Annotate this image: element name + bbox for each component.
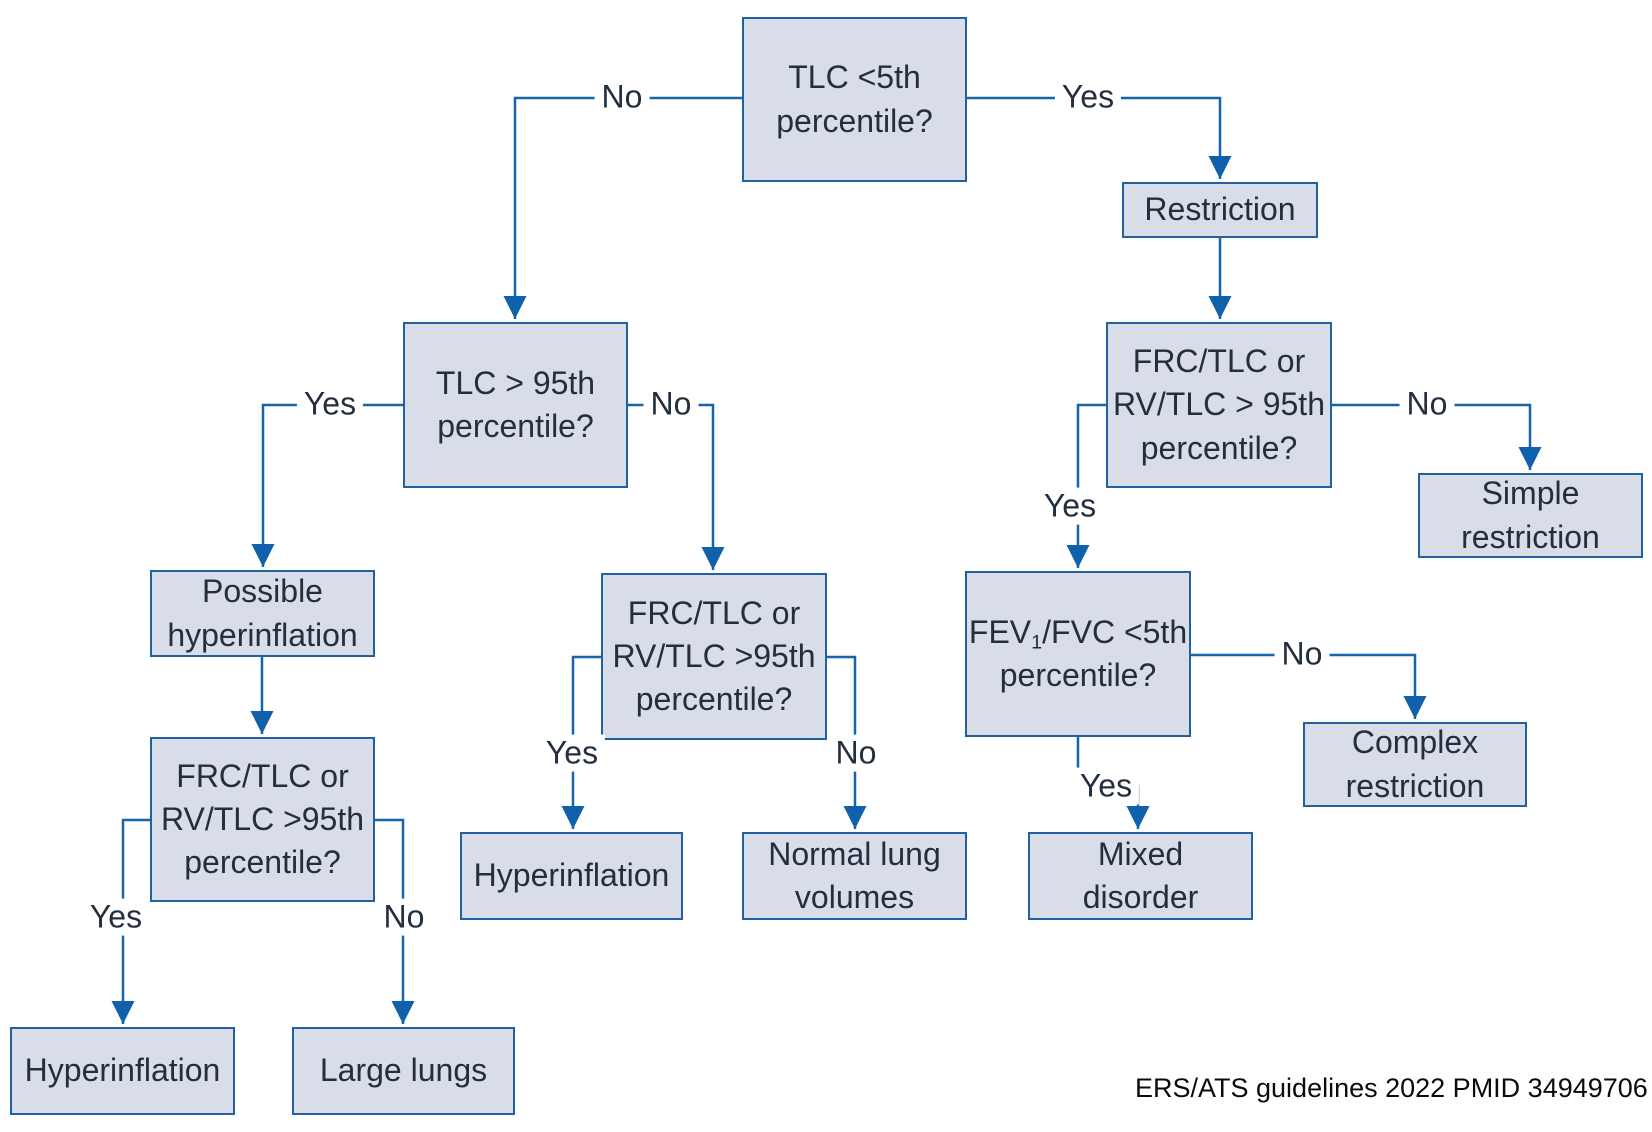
edge-no-to-tlc-gt-95th xyxy=(503,96,742,319)
node-label: FRC/TLC or RV/TLC >95th percentile? xyxy=(160,757,365,881)
node-label: Restriction xyxy=(1144,191,1296,228)
edge-tlc95-no-to-frc-mid xyxy=(628,403,725,570)
edge-frcleft-no-to-large-lungs xyxy=(375,818,415,1024)
caption: ERS/ATS guidelines 2022 PMID 34949706 xyxy=(1135,1073,1648,1103)
edge-label-tlc95-no: No xyxy=(643,385,699,423)
edge-frcright-yes-to-fev xyxy=(1066,403,1106,568)
node-frc-rv-tlc-gt-95th-left: FRC/TLC or RV/TLC >95th percentile? xyxy=(150,737,375,902)
node-label: Hyperinflation xyxy=(473,857,670,894)
edge-label-frcmid-no: No xyxy=(828,734,884,772)
edge-label-fev-yes: Yes xyxy=(1072,767,1140,805)
node-hyperinflation-mid: Hyperinflation xyxy=(460,832,683,920)
node-label: Simple restriction xyxy=(1461,475,1600,555)
node-label: FRC/TLC or RV/TLC > 95th percentile? xyxy=(1113,343,1325,466)
edge-frcright-no-to-simple-restriction xyxy=(1332,403,1542,470)
node-label: Normal lung volumes xyxy=(768,835,941,915)
node-label: TLC > 95th percentile? xyxy=(435,364,596,444)
node-mixed-disorder: Mixed disorder xyxy=(1028,832,1253,920)
edge-label-top-no: No xyxy=(594,78,650,116)
edge-frcleft-yes-to-hyperinflation xyxy=(111,818,150,1024)
edge-label-frcright-yes: Yes xyxy=(1036,487,1104,525)
node-large-lungs: Large lungs xyxy=(292,1027,515,1115)
edge-label-fev-no: No xyxy=(1274,635,1330,673)
node-fev1-fvc-lt-5th-percentile: FEV1/FVC <5th percentile? xyxy=(965,571,1191,737)
node-frc-rv-tlc-gt-95th-mid: FRC/TLC or RV/TLC >95th percentile? xyxy=(601,573,827,740)
node-label: FRC/TLC or RV/TLC >95th percentile? xyxy=(612,594,816,718)
node-label: Complex restriction xyxy=(1345,724,1485,804)
node-label: FEV1/FVC <5th percentile? xyxy=(968,613,1188,693)
node-frc-rv-tlc-gt-95th-right: FRC/TLC or RV/TLC > 95th percentile? xyxy=(1106,322,1332,488)
node-label: Hyperinflation xyxy=(24,1052,221,1089)
edge-label-frcleft-yes: Yes xyxy=(82,898,150,936)
edge-frcmid-yes-to-hyperinflation xyxy=(561,655,601,829)
node-tlc-gt-95th-percentile: TLC > 95th percentile? xyxy=(403,322,628,488)
node-label: Possible hyperinflation xyxy=(167,573,358,653)
edge-tlc95-yes-to-possible-hyperinflation xyxy=(251,403,403,567)
node-possible-hyperinflation: Possible hyperinflation xyxy=(150,570,375,657)
node-label: TLC <5th percentile? xyxy=(776,59,933,139)
node-simple-restriction: Simple restriction xyxy=(1418,473,1643,558)
node-label: Mixed disorder xyxy=(1082,835,1199,915)
node-restriction: Restriction xyxy=(1122,182,1318,238)
node-normal-lung-volumes: Normal lung volumes xyxy=(742,832,967,920)
edge-label-top-yes: Yes xyxy=(1054,78,1122,116)
edge-yes-to-restriction xyxy=(967,96,1232,179)
edge-label-tlc95-yes: Yes xyxy=(296,385,364,423)
edge-label-frcmid-yes: Yes xyxy=(538,734,606,772)
edge-fev-no-to-complex-restriction xyxy=(1191,653,1427,719)
node-tlc-lt-5th-percentile: TLC <5th percentile? xyxy=(742,17,967,182)
edge-frcmid-no-to-normal-lung-volumes xyxy=(827,655,867,829)
node-hyperinflation-left: Hyperinflation xyxy=(10,1027,235,1115)
edge-label-frcright-no: No xyxy=(1399,385,1455,423)
node-complex-restriction: Complex restriction xyxy=(1303,722,1527,807)
node-label: Large lungs xyxy=(319,1052,488,1089)
edge-label-frcleft-no: No xyxy=(376,898,432,936)
